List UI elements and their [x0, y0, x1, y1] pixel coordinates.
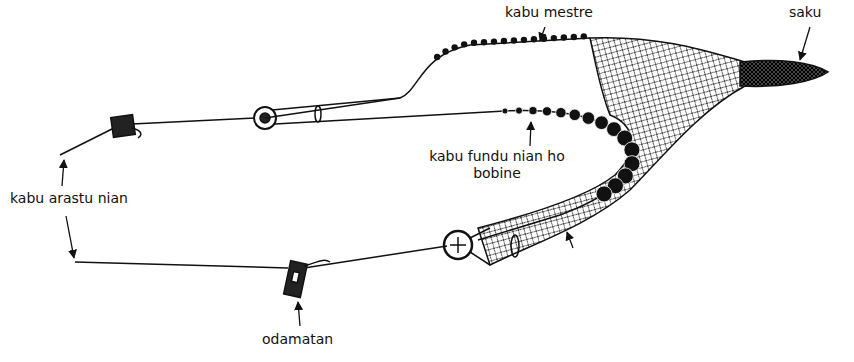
leader-arrow: [800, 27, 810, 60]
float: [501, 38, 507, 44]
otter-bracket: [304, 260, 330, 266]
bobbin: [582, 112, 595, 125]
leader-arrow: [530, 122, 531, 146]
wing-upper: [272, 98, 505, 124]
float: [551, 35, 557, 41]
leader-arrow: [62, 160, 64, 186]
float: [451, 44, 457, 50]
headline: [265, 38, 590, 118]
bobbin: [556, 107, 566, 117]
float: [481, 39, 487, 45]
float: [541, 35, 547, 41]
wing-joint: [315, 106, 321, 122]
bobbin: [596, 186, 612, 202]
otter-board-lower: [284, 261, 308, 298]
otter-bracket: [132, 128, 141, 138]
bobbin: [569, 109, 581, 121]
ring: [444, 231, 472, 259]
part-label: saku: [789, 4, 821, 21]
ring-cross: [450, 237, 466, 253]
bobbin: [542, 107, 551, 116]
part-label: kabu fundu nian ho bobine: [422, 148, 572, 182]
part-label: kabu arastu nian: [10, 190, 128, 207]
part-label: odamatan: [262, 331, 333, 348]
part-label: kabu mestre: [505, 4, 593, 21]
float: [581, 33, 587, 39]
bobbin: [529, 107, 537, 115]
otter-board-window: [291, 272, 299, 283]
leader-arrow: [66, 216, 74, 258]
float: [511, 37, 517, 43]
float: [491, 38, 497, 44]
leader-arrow: [298, 302, 300, 326]
wing-lower: [470, 228, 490, 265]
float: [561, 34, 567, 40]
wing-joint: [511, 235, 519, 257]
warp-upper: [60, 118, 255, 155]
bobbin: [515, 107, 522, 114]
codend: [740, 60, 828, 86]
float: [531, 36, 537, 42]
warp-lower: [75, 246, 447, 268]
float: [571, 34, 577, 40]
bobbin: [502, 108, 508, 114]
leader-arrow: [567, 232, 573, 248]
float: [461, 41, 467, 47]
float: [442, 48, 448, 54]
float: [471, 40, 477, 46]
otter-board-upper: [111, 115, 136, 138]
float: [434, 54, 440, 60]
float: [521, 37, 527, 43]
